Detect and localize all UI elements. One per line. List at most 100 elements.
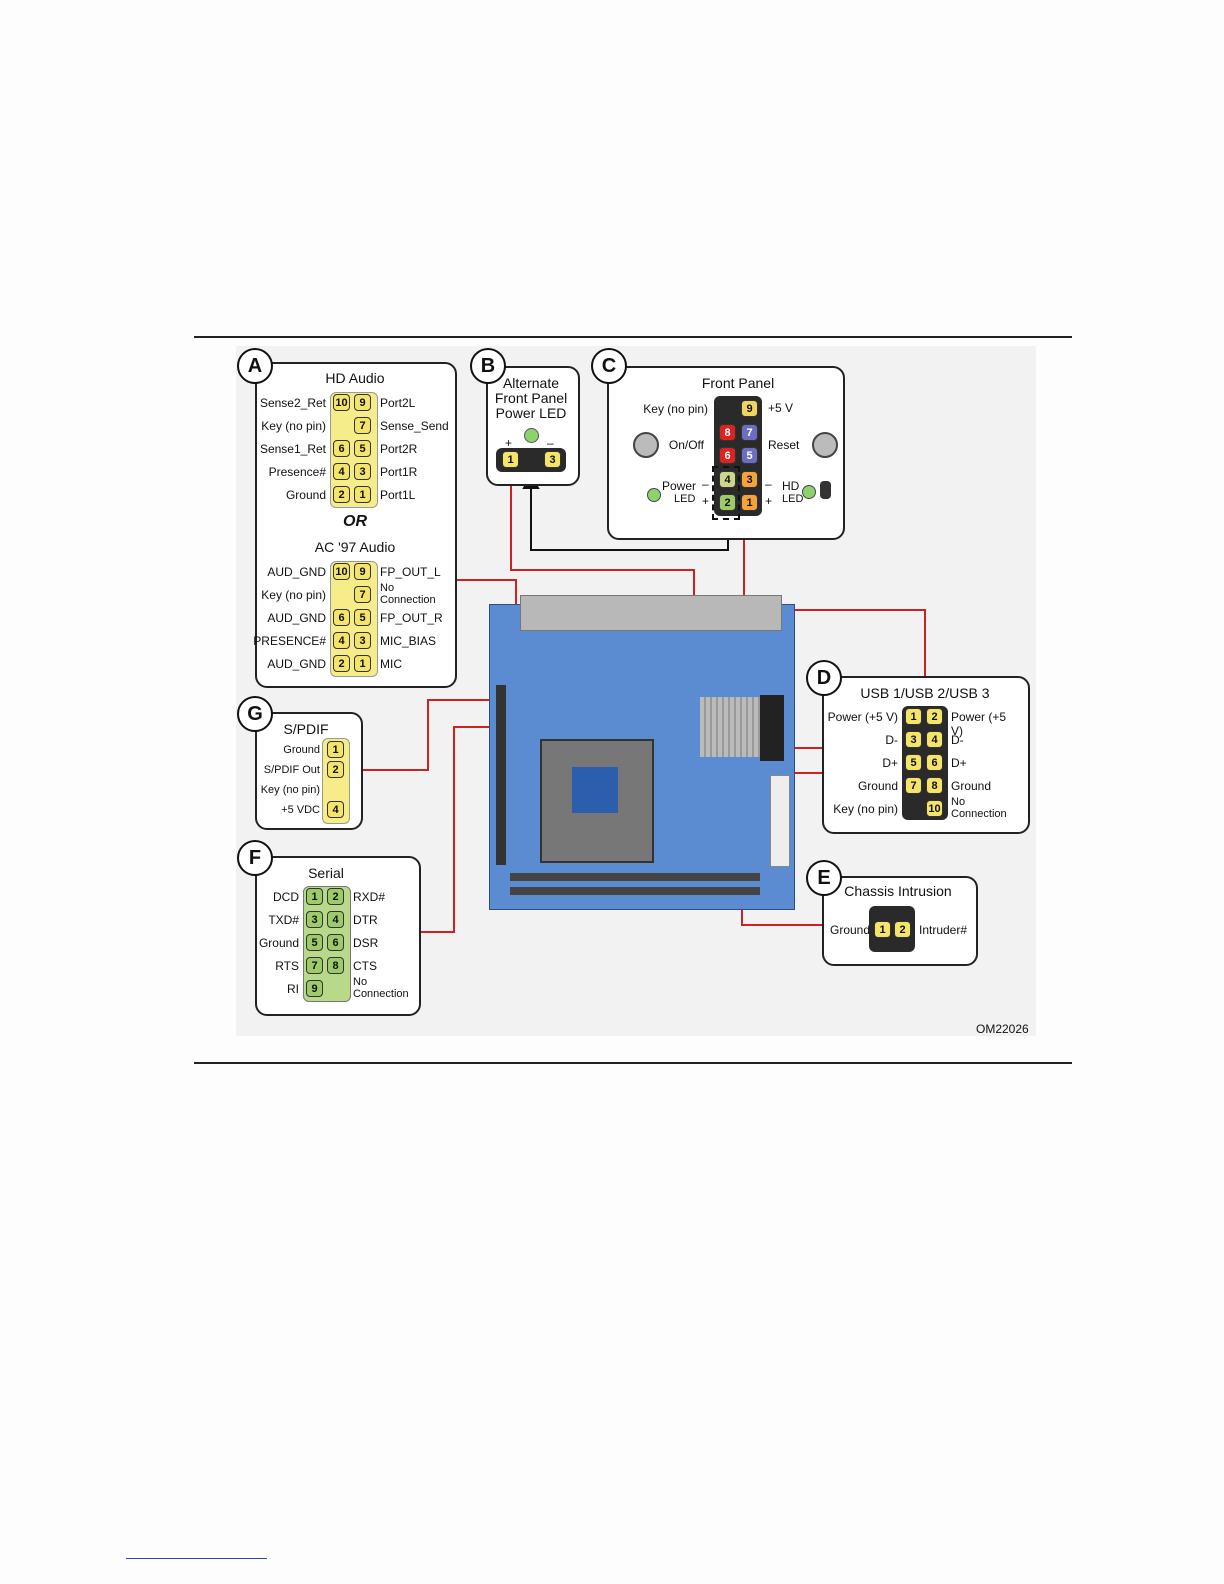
A-ac_rows-pin-0-1: 9 <box>354 563 371 580</box>
e-title: Chassis Intrusion <box>844 883 952 899</box>
c-pin-2: 2 <box>719 494 736 511</box>
A-hd_rows-left-4: Ground <box>285 488 326 502</box>
A-hd_rows-left-0: Sense2_Ret <box>259 396 326 410</box>
F-rows-right-4: No Connection <box>353 976 409 1000</box>
c-power-minus: – <box>702 477 709 491</box>
A-ac_rows-pin-4-1: 1 <box>354 655 371 672</box>
c-pin-1: 1 <box>741 494 758 511</box>
D-rows-right-1: D- <box>951 733 964 747</box>
c-reset-label: Reset <box>768 438 800 452</box>
A-ac_rows-right-2: FP_OUT_R <box>380 611 443 625</box>
bottom-rule <box>194 1062 1072 1064</box>
F-rows-right-2: DSR <box>353 936 379 950</box>
dimm-slot-1 <box>510 873 760 881</box>
ac97-title: AC '97 Audio <box>314 539 396 555</box>
hard-drive-icon <box>820 481 831 499</box>
D-rows-right-4: No Connection <box>951 796 1007 820</box>
top-rule <box>194 336 1072 338</box>
b-pin-3: 3 <box>544 451 561 468</box>
b-title-l3: Power LED <box>495 405 567 421</box>
f-title: Serial <box>308 865 344 881</box>
F-rows-right-0: RXD# <box>353 890 386 904</box>
letter-d: D <box>806 660 842 696</box>
c-hd-minus: – <box>765 477 772 491</box>
letter-a: A <box>237 348 273 384</box>
D-rows-pin-1-0: 3 <box>905 731 922 748</box>
D-rows-left-3: Ground <box>857 779 898 793</box>
b-led-icon <box>524 428 539 443</box>
D-rows-left-0: Power (+5 V) <box>827 710 898 724</box>
c-plus5-label: +5 V <box>768 401 794 415</box>
D-rows-left-2: D+ <box>882 756 898 770</box>
F-rows-left-1: TXD# <box>268 913 299 927</box>
D-rows-pin-2-1: 6 <box>926 754 943 771</box>
chipset-heatsink <box>700 697 760 757</box>
A-hd_rows-pin-1-1: 7 <box>354 417 371 434</box>
b-title-l1: Alternate <box>502 375 560 391</box>
g-pin-0: 1 <box>327 741 344 758</box>
A-ac_rows-pin-2-0: 6 <box>333 609 350 626</box>
D-rows-pin-3-1: 8 <box>926 777 943 794</box>
F-rows-pin-0-0: 1 <box>306 888 323 905</box>
F-rows-pin-2-1: 6 <box>327 934 344 951</box>
D-rows-left-4: Key (no pin) <box>833 802 898 816</box>
A-ac_rows-left-4: AUD_GND <box>267 657 326 671</box>
A-hd_rows-pin-2-0: 6 <box>333 440 350 457</box>
A-ac_rows-right-0: FP_OUT_L <box>380 565 441 579</box>
letter-b: B <box>470 348 506 384</box>
D-rows-pin-0-1: 2 <box>926 708 943 725</box>
b-minus-label: – <box>547 436 554 450</box>
A-hd_rows-left-2: Sense1_Ret <box>259 442 326 456</box>
g-pin-1: 2 <box>327 761 344 778</box>
D-rows-pin-3-0: 7 <box>905 777 922 794</box>
b-title-l2: Front Panel <box>494 390 568 406</box>
D-rows-pin-4-1: 10 <box>926 800 943 817</box>
motherboard <box>489 595 795 910</box>
D-rows-pin-2-0: 5 <box>905 754 922 771</box>
F-rows-left-0: DCD <box>273 890 299 904</box>
letter-g: G <box>237 696 273 732</box>
c-title: Front Panel <box>701 375 775 391</box>
letter-f: F <box>237 840 273 876</box>
g-row-left-2: Key (no pin) <box>260 784 320 796</box>
onoff-button-icon <box>633 432 659 458</box>
reset-button-icon <box>812 432 838 458</box>
figure-code: OM22026 <box>976 1022 1029 1036</box>
F-rows-pin-3-1: 8 <box>327 957 344 974</box>
c-key-label: Key (no pin) <box>643 402 708 416</box>
dimm-slot-2 <box>510 887 760 895</box>
c-pin-3: 3 <box>741 471 758 488</box>
A-ac_rows-pin-3-1: 3 <box>354 632 371 649</box>
b-pin-1: 1 <box>502 451 519 468</box>
F-rows-left-3: RTS <box>275 959 299 973</box>
e-left-label: Ground <box>830 923 871 937</box>
power-led-icon <box>647 488 661 502</box>
F-rows-pin-1-1: 4 <box>327 911 344 928</box>
A-ac_rows-pin-3-0: 4 <box>333 632 350 649</box>
A-ac_rows-left-3: PRESENCE# <box>253 634 326 648</box>
A-ac_rows-pin-2-1: 5 <box>354 609 371 626</box>
c-pin-8: 8 <box>719 424 736 441</box>
letter-c: C <box>591 348 627 384</box>
letter-e: E <box>806 860 842 896</box>
F-rows-pin-1-0: 3 <box>306 911 323 928</box>
A-hd_rows-left-1: Key (no pin) <box>261 419 326 433</box>
c-power-led-l1: Power <box>662 479 697 493</box>
A-ac_rows-pin-4-0: 2 <box>333 655 350 672</box>
power-led-dashed-outline <box>712 466 740 520</box>
D-rows-pin-0-0: 1 <box>905 708 922 725</box>
line-d-top <box>790 609 926 676</box>
c-power-plus: + <box>702 494 710 508</box>
A-ac_rows-right-3: MIC_BIAS <box>380 634 437 648</box>
A-hd_rows-pin-4-1: 1 <box>354 486 371 503</box>
A-hd_rows-pin-0-1: 9 <box>354 394 371 411</box>
c-pin-9: 9 <box>741 400 758 417</box>
e-pin-1: 1 <box>874 921 891 938</box>
A-hd_rows-pin-3-0: 4 <box>333 463 350 480</box>
or-label: OR <box>343 513 367 530</box>
c-hd-plus: + <box>765 494 773 508</box>
c-pin-6: 6 <box>719 447 736 464</box>
b-plus-label: + <box>505 436 513 450</box>
A-ac_rows-left-2: AUD_GND <box>267 611 326 625</box>
g-row-left-0: Ground <box>283 744 320 756</box>
